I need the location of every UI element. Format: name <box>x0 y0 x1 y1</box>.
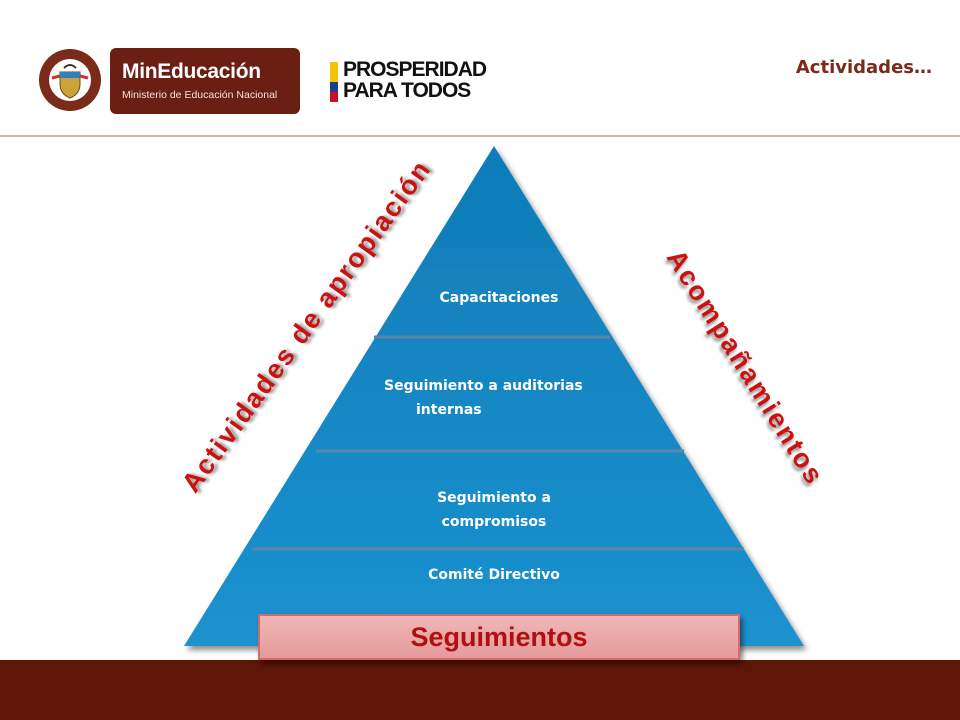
base-label-box: Seguimientos <box>258 614 740 660</box>
header: MinEducación Ministerio de Educación Nac… <box>0 0 960 136</box>
ministry-subtitle: Ministerio de Educación Nacional <box>122 89 278 101</box>
header-divider <box>0 135 960 137</box>
base-label: Seguimientos <box>410 622 588 652</box>
level-label: internas <box>416 402 482 418</box>
mineducacion-logo: MinEducación Ministerio de Educación Nac… <box>110 48 300 114</box>
pyramid-level-compromisos: Seguimiento a compromisos <box>384 486 604 534</box>
footer-band <box>0 660 960 720</box>
campaign-line1: PROSPERIDAD <box>343 58 487 81</box>
campaign-line2: PARA TODOS <box>343 79 471 102</box>
level-label: Seguimiento a <box>437 490 551 506</box>
level-label: Capacitaciones <box>439 290 559 306</box>
level-label: Seguimiento a auditorias <box>384 378 583 394</box>
colombia-seal-icon <box>39 49 101 111</box>
pyramid-level-comite: Comité Directivo <box>384 563 604 587</box>
pyramid-shape <box>184 146 804 646</box>
level-label: compromisos <box>441 514 547 530</box>
pyramid-level-auditorias: Seguimiento a auditorias internas <box>344 374 644 422</box>
colombia-flag-icon <box>330 62 338 102</box>
level-label: Comité Directivo <box>428 567 560 583</box>
pyramid-level-capacitaciones: Capacitaciones <box>394 286 604 310</box>
ministry-name: MinEducación <box>122 60 261 83</box>
page-title: Actividades… <box>795 57 932 78</box>
prosperidad-logo: PROSPERIDAD PARA TODOS <box>343 58 487 102</box>
